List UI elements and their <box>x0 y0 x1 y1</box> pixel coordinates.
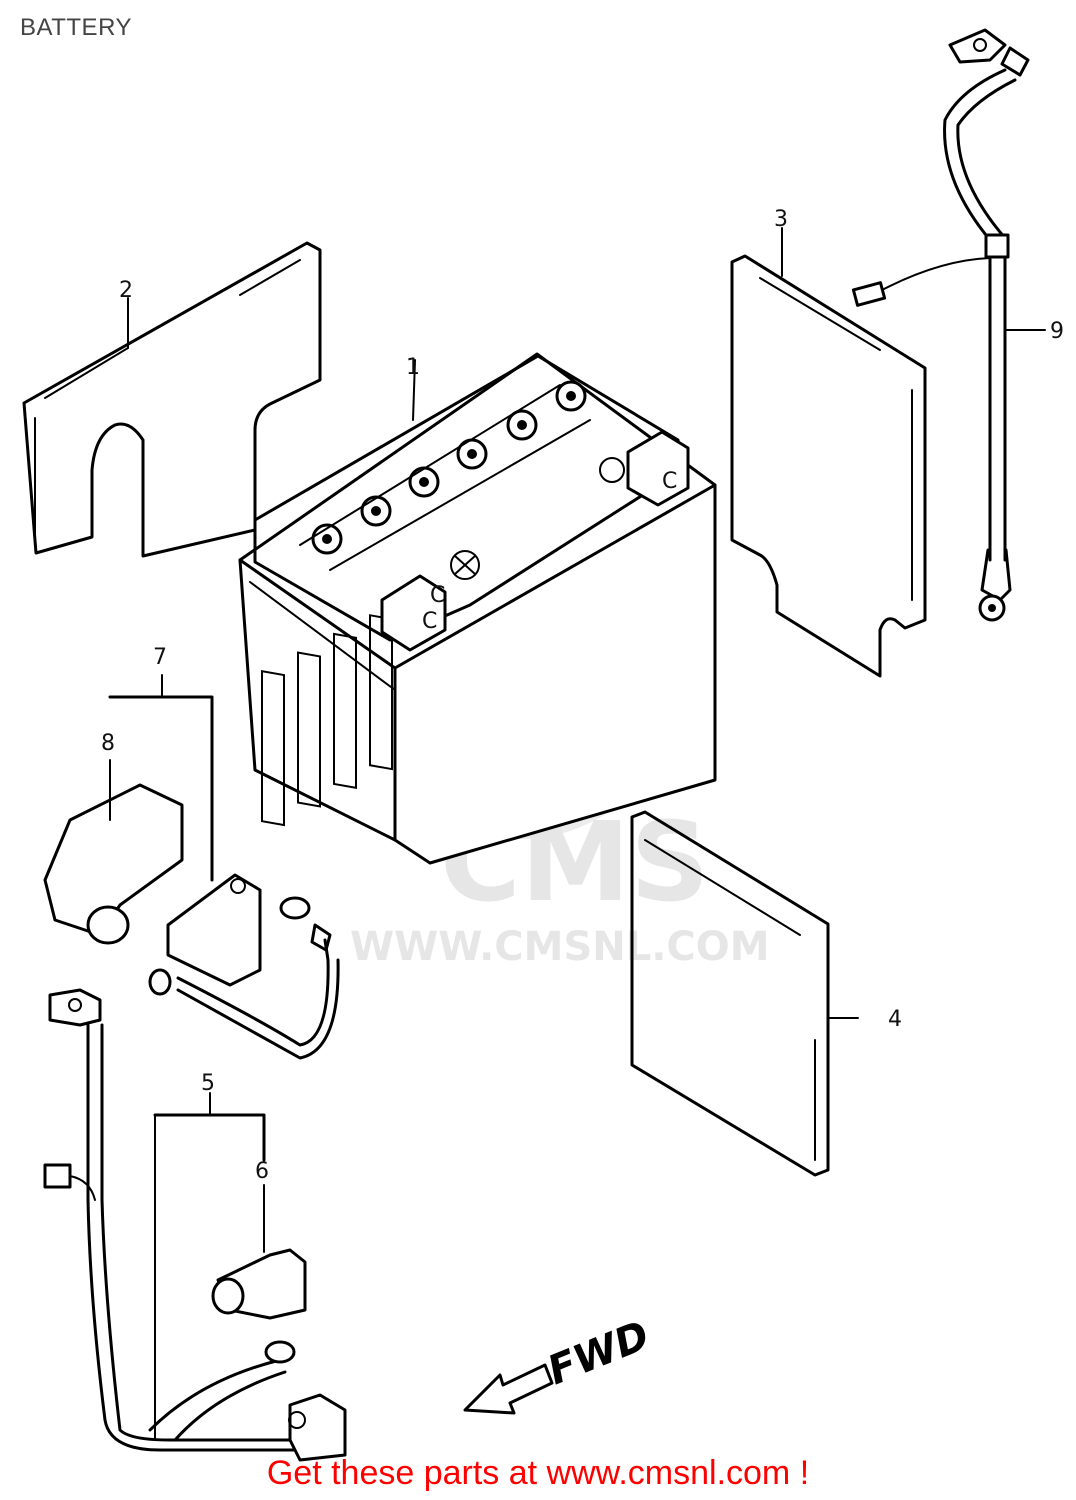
callout-labels: 1 2 3 4 5 6 7 8 9 <box>101 207 1064 1184</box>
part-7-cable <box>108 674 340 1060</box>
part-4-plate <box>630 810 859 1177</box>
page-title: BATTERY <box>20 14 132 41</box>
watermark-url: WWW.CMSNL.COM <box>350 924 770 970</box>
footer-link[interactable]: Get these parts at www.cmsnl.com ! <box>266 1454 810 1492</box>
terminal-mark: C <box>662 469 677 494</box>
battery-terminal-negative: C C <box>380 574 447 652</box>
terminal-mark: C <box>430 583 445 608</box>
part-6-terminal-cover <box>211 1184 307 1320</box>
callout-7: 7 <box>153 645 167 670</box>
part-9-cable <box>851 28 1046 622</box>
callout-3: 3 <box>774 207 788 232</box>
terminal-mark: C <box>422 609 437 634</box>
callout-8: 8 <box>101 731 115 756</box>
forward-direction-indicator: FWD <box>463 1312 656 1415</box>
part-2-insulator-sheet <box>22 241 322 558</box>
forward-arrow-icon <box>463 1363 554 1415</box>
part-5-cable-assembly <box>43 988 347 1462</box>
battery-terminal-positive: C <box>626 430 690 507</box>
callout-9: 9 <box>1050 319 1064 344</box>
callout-6: 6 <box>255 1159 269 1184</box>
fwd-label: FWD <box>542 1312 656 1394</box>
part-8-terminal-cover <box>43 759 184 945</box>
part-1-battery: C C C <box>238 352 717 865</box>
callout-2: 2 <box>119 278 133 303</box>
callout-5: 5 <box>201 1071 215 1096</box>
callout-1: 1 <box>406 355 420 380</box>
part-3-insulator-sheet <box>730 227 927 678</box>
callout-4: 4 <box>888 1007 902 1032</box>
